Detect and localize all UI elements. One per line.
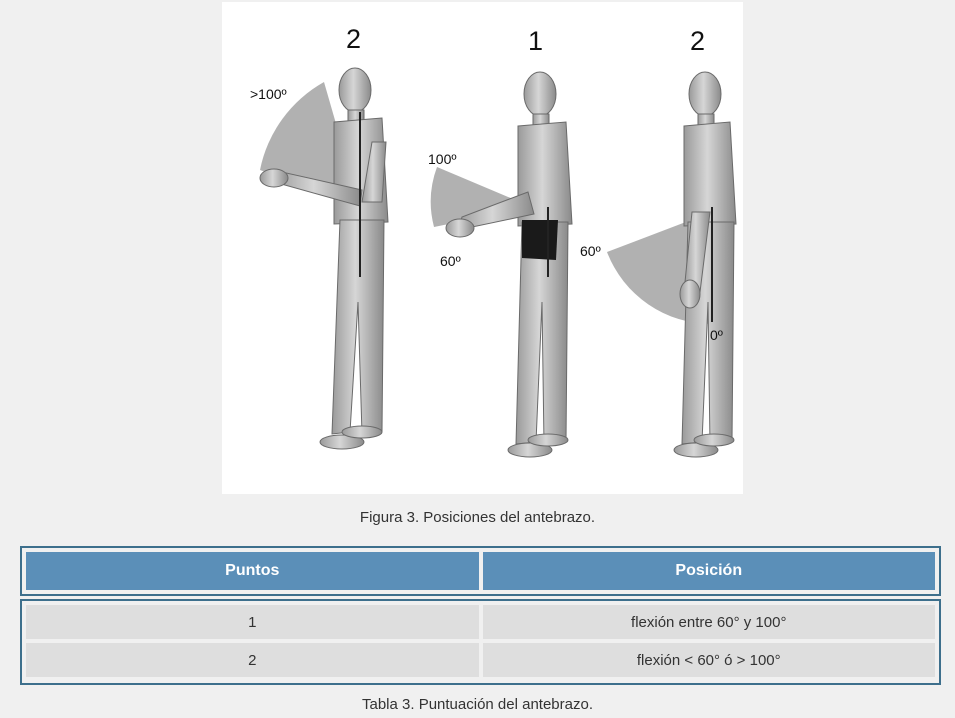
row-1-position: flexión entre 60° y 100° — [483, 605, 936, 639]
row-1-points: 1 — [26, 605, 479, 639]
score-table-header: Puntos Posición — [20, 546, 941, 596]
table-caption: Tabla 3. Puntuación del antebrazo. — [0, 696, 955, 713]
middle-angle-top-label: 100º — [428, 151, 456, 167]
right-score-label: 2 — [690, 26, 705, 56]
row-2-points: 2 — [26, 643, 479, 677]
forearm-positions-figure: 2 1 2 >100º 100º 60º 60º 0º — [222, 2, 743, 494]
figure-caption: Figura 3. Posiciones del antebrazo. — [0, 509, 955, 526]
header-posicion: Posición — [483, 552, 936, 590]
right-angle-top-label: 60º — [580, 243, 601, 259]
table-row: 1 flexión entre 60° y 100° — [26, 605, 935, 639]
score-table-body: 1 flexión entre 60° y 100° 2 flexión < 6… — [20, 599, 941, 685]
left-score-label: 2 — [346, 24, 361, 54]
forearm-illustration: 2 1 2 >100º 100º 60º 60º 0º — [222, 2, 743, 494]
row-2-position: flexión < 60° ó > 100° — [483, 643, 936, 677]
table-row: 2 flexión < 60° ó > 100° — [26, 643, 935, 677]
right-angle-bottom-label: 0º — [710, 327, 723, 343]
middle-score-label: 1 — [528, 26, 543, 56]
left-angle-label: >100º — [250, 86, 287, 102]
middle-angle-bottom-label: 60º — [440, 253, 461, 269]
middle-shadow — [522, 220, 558, 260]
header-puntos: Puntos — [26, 552, 479, 590]
middle-figure — [446, 72, 572, 457]
